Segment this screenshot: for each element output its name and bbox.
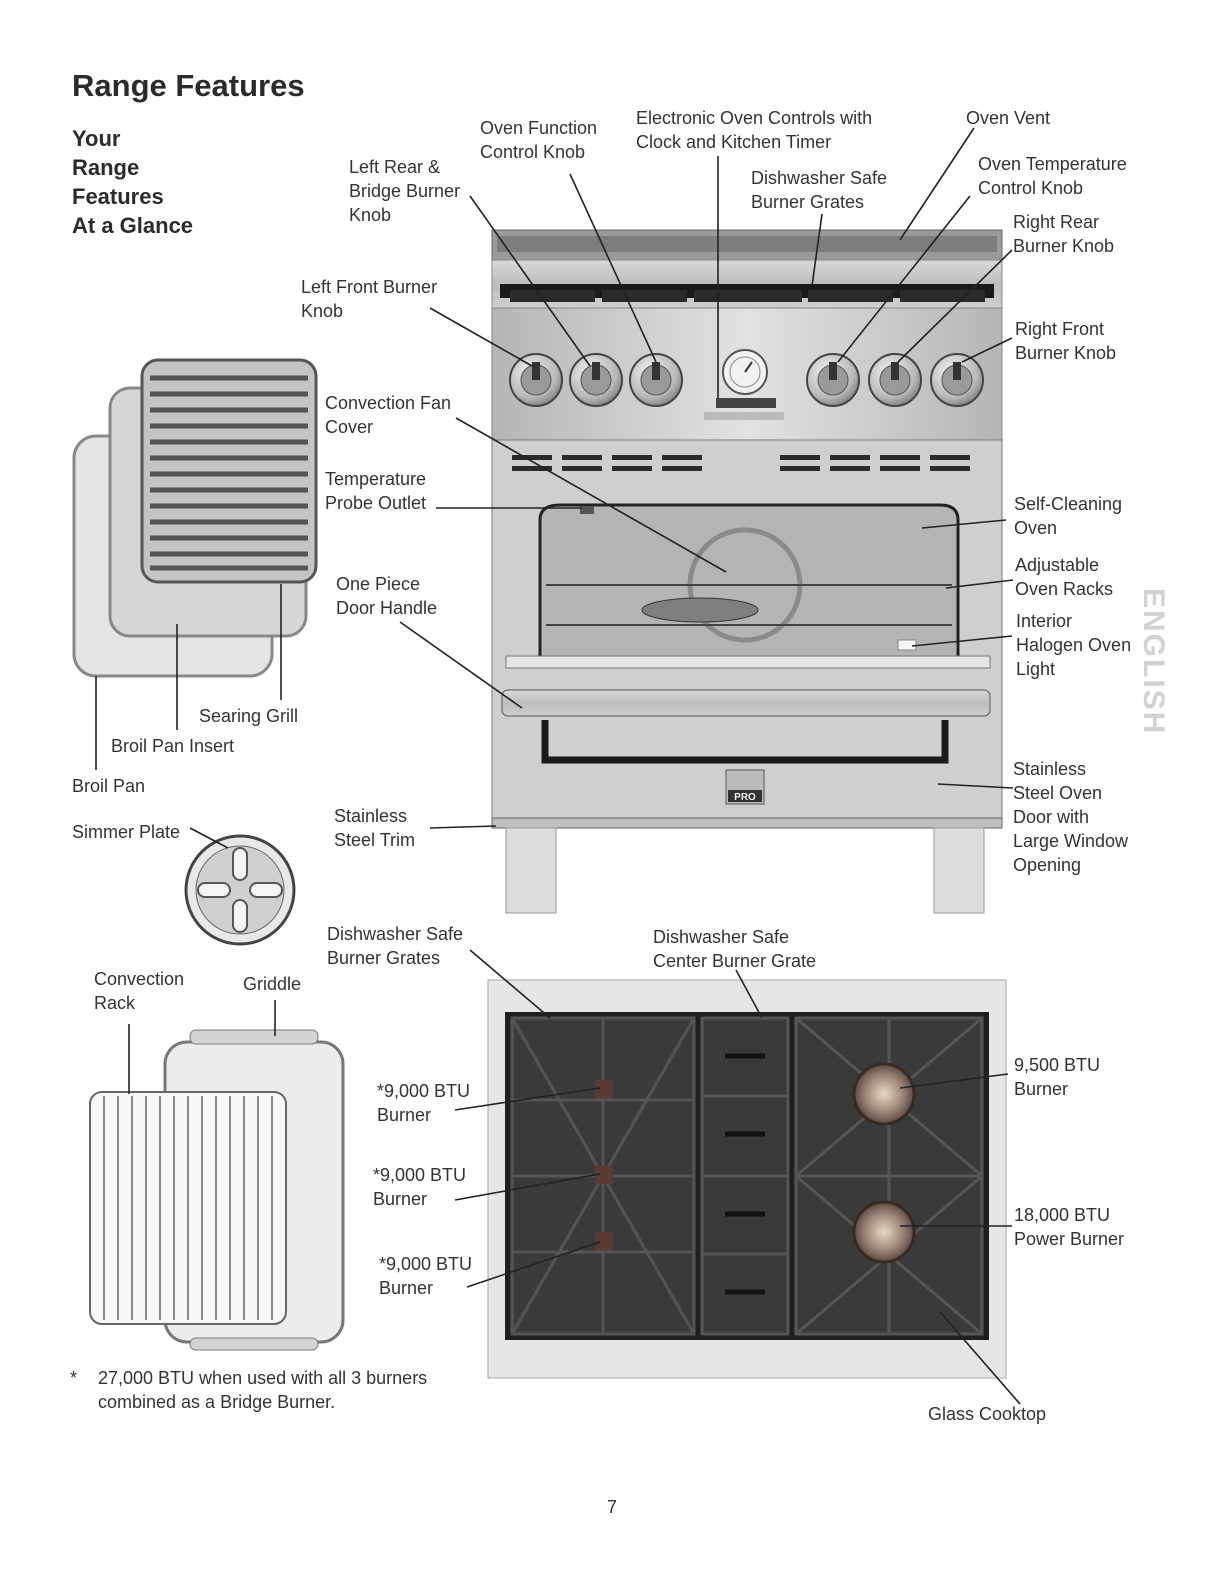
range-front-view: PRO (491, 229, 1003, 914)
label-convection-fan-cover: Convection Fan Cover (325, 393, 452, 437)
leg-right (933, 827, 985, 914)
label-electronic-controls: Electronic Oven Controls with Clock and … (636, 108, 873, 152)
label-stainless-trim: Stainless Steel Trim (334, 806, 416, 850)
burner-18000 (852, 1200, 916, 1264)
language-tab: ENGLISH (1137, 588, 1170, 736)
knob-oven-temperature (806, 353, 860, 407)
label-right-rear-knob: Right Rear Burner Knob (1013, 212, 1115, 256)
brand-badge: PRO (734, 792, 756, 803)
label-simmer-plate: Simmer Plate (72, 822, 181, 842)
burner-9500 (852, 1062, 916, 1126)
label-broil-pan-insert: Broil Pan Insert (111, 736, 235, 756)
knob-left-front (509, 353, 563, 407)
knob-oven-function (629, 353, 683, 407)
cooktop-top-view (487, 979, 1007, 1379)
label-halogen-light: Interior Halogen Oven Light (1016, 611, 1132, 679)
center-burner-grate (700, 1016, 790, 1336)
label-burner-9500: 9,500 BTU Burner (1014, 1055, 1101, 1099)
label-burner-9000-b: *9,000 BTU Burner (373, 1165, 467, 1209)
label-glass-cooktop: Glass Cooktop (928, 1404, 1047, 1424)
label-convection-rack: Convection Rack (94, 969, 185, 1013)
oven-racks (546, 584, 952, 626)
label-center-grate: Dishwasher Safe Center Burner Grate (653, 927, 817, 971)
one-piece-door-handle (501, 689, 991, 717)
label-burner-9000-a: *9,000 BTU Burner (377, 1081, 471, 1125)
knob-right-front (930, 353, 984, 407)
oven-vent-slots (512, 455, 970, 471)
halogen-oven-light (897, 639, 917, 651)
leg-left (505, 827, 557, 914)
label-broil-pan: Broil Pan (72, 776, 146, 796)
label-adjustable-racks: Adjustable Oven Racks (1015, 555, 1114, 599)
self-cleaning-oven-cavity (538, 503, 960, 662)
footnote-text: 27,000 BTU when used with all 3 burners … (98, 1368, 428, 1412)
label-oven-vent: Oven Vent (966, 108, 1051, 128)
searing-grill (140, 358, 318, 584)
knob-left-rear-bridge (569, 353, 623, 407)
label-searing-grill: Searing Grill (199, 706, 299, 726)
label-cooktop-dishwasher-grates: Dishwasher Safe Burner Grates (327, 924, 464, 968)
convection-rack (89, 1091, 287, 1325)
label-right-front-knob: Right Front Burner Knob (1015, 319, 1117, 363)
knob-right-rear (868, 353, 922, 407)
footnote-marker: * (70, 1368, 78, 1388)
oven-dish (641, 597, 759, 623)
label-one-piece-handle: One Piece Door Handle (336, 574, 438, 618)
label-dishwasher-grates-top: Dishwasher Safe Burner Grates (751, 168, 888, 212)
label-temp-probe-outlet: Temperature Probe Outlet (325, 469, 427, 513)
label-oven-function-knob: Oven Function Control Knob (480, 118, 598, 162)
electronic-oven-controls (704, 349, 784, 420)
leader-lines (95, 127, 1021, 1405)
stainless-steel-trim (491, 817, 1003, 829)
label-oven-temp-knob: Oven Temperature Control Knob (978, 154, 1127, 198)
page-number: 7 (606, 1497, 617, 1517)
label-stainless-door: Stainless Steel Oven Door with Large Win… (1013, 759, 1129, 875)
temperature-probe-outlet (580, 506, 594, 514)
top-burner-grates (500, 284, 994, 302)
page-title: Range Features (72, 68, 305, 103)
oven-door-window (541, 720, 949, 764)
label-griddle: Griddle (243, 974, 302, 994)
label-burner-18000: 18,000 BTU Power Burner (1014, 1205, 1125, 1249)
label-left-front-knob: Left Front Burner Knob (301, 277, 438, 321)
section-subtitle: Your Range Features At a Glance (72, 126, 194, 238)
label-self-cleaning-oven: Self-Cleaning Oven (1014, 494, 1123, 538)
broil-pan-set (72, 358, 318, 678)
label-burner-9000-c: *9,000 BTU Burner (379, 1254, 473, 1298)
label-left-rear-bridge-knob: Left Rear & Bridge Burner Knob (349, 157, 461, 225)
simmer-plate (184, 834, 296, 946)
